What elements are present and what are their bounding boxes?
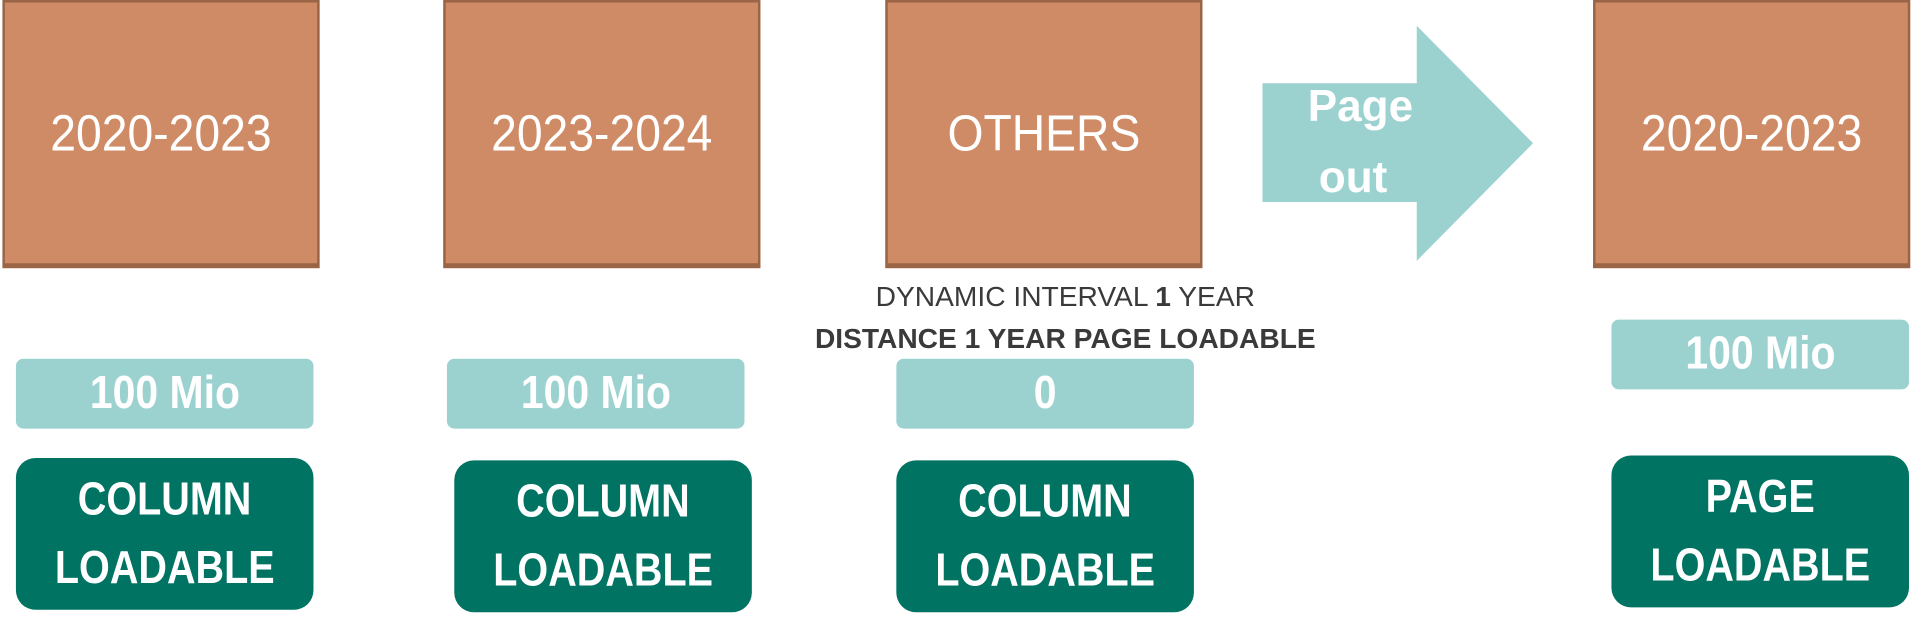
caption-bold: 1 xyxy=(1155,280,1171,313)
load-status-box: COLUMN LOADABLE xyxy=(15,457,314,610)
load-status-box: PAGE LOADABLE xyxy=(1611,455,1909,608)
dynamic-interval-caption: DYNAMIC INTERVAL 1 YEAR xyxy=(735,280,1396,313)
row-count: 100 Mio xyxy=(520,367,671,419)
caption-prefix: DYNAMIC INTERVAL xyxy=(875,280,1156,313)
status-line2: LOADABLE xyxy=(935,544,1155,597)
arrow-label-line1: Page xyxy=(1307,80,1414,132)
arrow-label-line2: out xyxy=(1318,151,1388,203)
caption-suffix: YEAR xyxy=(1170,280,1255,313)
row-count: 100 Mio xyxy=(89,367,240,419)
status-line2: LOADABLE xyxy=(493,544,713,597)
partition-box-others: OTHERS xyxy=(885,0,1203,269)
partition-box-2023-2024: 2023-2024 xyxy=(443,0,761,269)
load-status-box: COLUMN LOADABLE xyxy=(896,460,1194,613)
row-count: 0 xyxy=(1033,367,1057,419)
status-line2: LOADABLE xyxy=(1650,540,1871,592)
row-count-pill: 100 Mio xyxy=(1611,319,1909,390)
distance-caption: DISTANCE 1 YEAR PAGE LOADABLE xyxy=(814,322,1316,354)
row-count: 100 Mio xyxy=(1685,328,1836,380)
partition-label: 2020-2023 xyxy=(1640,103,1863,162)
partition-label: 2020-2023 xyxy=(50,103,272,162)
partition-label: 2023-2024 xyxy=(491,103,713,162)
row-count-pill: 100 Mio xyxy=(446,358,745,429)
partition-label: OTHERS xyxy=(947,103,1141,162)
status-line1: PAGE xyxy=(1705,471,1815,523)
partition-box-2020-2023: 2020-2023 xyxy=(2,0,320,269)
load-status-box: COLUMN LOADABLE xyxy=(454,460,752,613)
status-line1: COLUMN xyxy=(516,476,690,528)
status-line2: LOADABLE xyxy=(54,542,275,594)
page-out-arrow-icon xyxy=(1262,25,1534,261)
status-line1: COLUMN xyxy=(77,473,252,526)
row-count-pill: 0 xyxy=(896,358,1194,429)
status-line1: COLUMN xyxy=(958,476,1132,528)
paged-partition-box: 2020-2023 xyxy=(1593,0,1911,269)
row-count-pill: 100 Mio xyxy=(15,358,314,429)
